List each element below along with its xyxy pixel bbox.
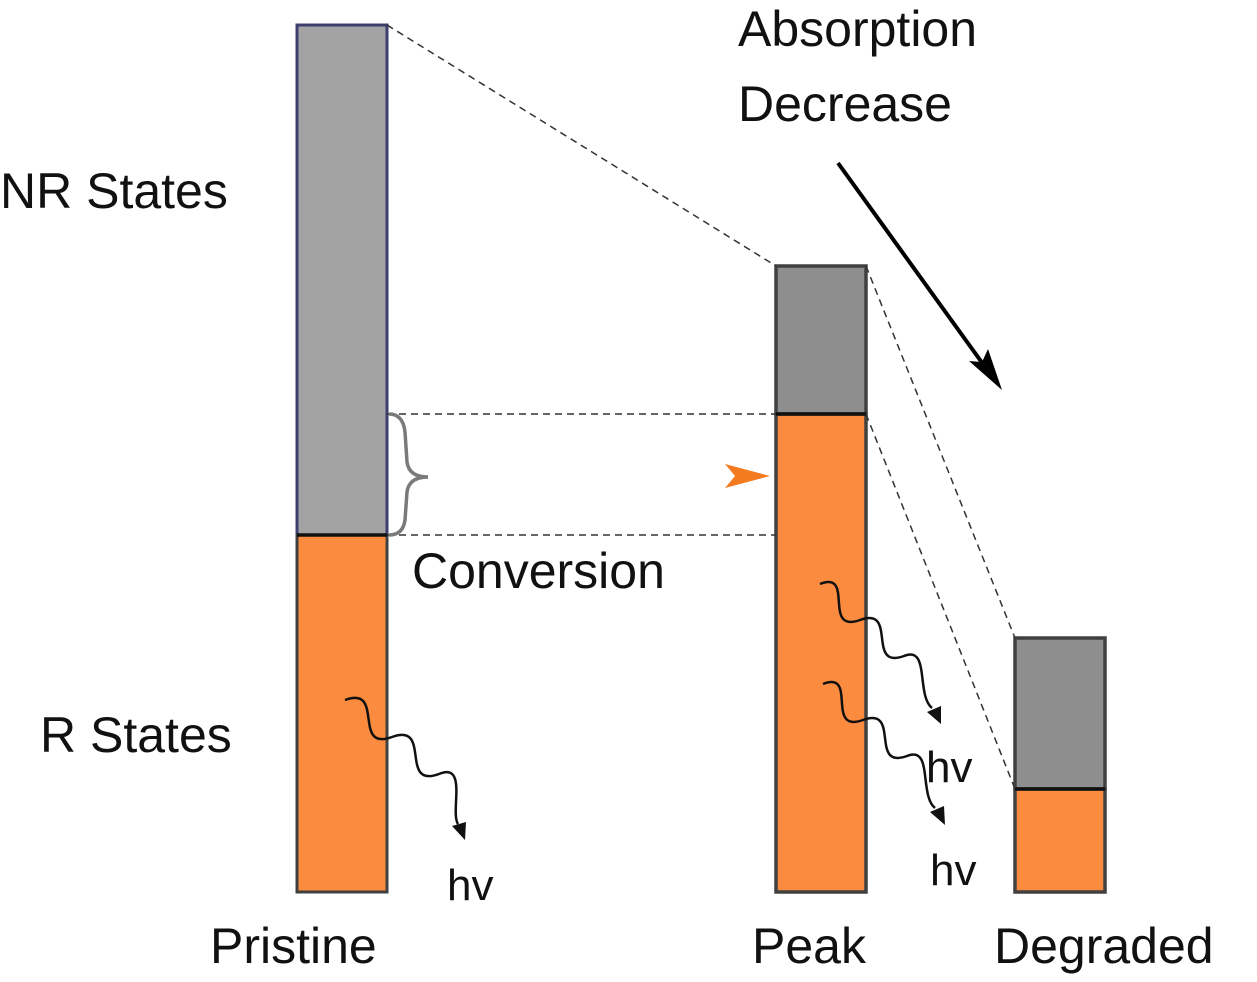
- degraded-r-segment: [1013, 787, 1107, 894]
- degraded-nr-segment: [1013, 636, 1107, 791]
- absorption-label-line2: Decrease: [738, 76, 952, 132]
- degraded-bar: [1013, 636, 1107, 894]
- peak-nr-segment: [774, 264, 868, 416]
- conversion-arrow-head: [725, 464, 770, 488]
- conversion-arrow: [388, 412, 770, 537]
- absorption-arrow: [836, 161, 1002, 390]
- conversion-brace: [388, 412, 429, 537]
- photon-peak-2-wave: [822, 680, 936, 809]
- photon-pristine-wave: [344, 696, 460, 825]
- conversion-label: Conversion: [412, 543, 665, 599]
- photon-peak-1-head: [927, 706, 941, 724]
- photon-peak-1: [819, 580, 941, 724]
- pristine-label: Pristine: [210, 918, 377, 974]
- guide-peak-divider-to-degraded-divider: [865, 413, 1016, 790]
- dashed-guides: [386, 24, 1016, 790]
- photon-peak-2-head: [930, 806, 945, 825]
- absorption-label-line1: Absorption: [738, 1, 977, 57]
- peak-bar: [774, 264, 868, 894]
- peak-r-segment: [774, 412, 868, 894]
- nr-states-label: NR States: [0, 163, 228, 219]
- photon-peak-1-wave: [819, 580, 933, 709]
- degraded-label: Degraded: [994, 918, 1214, 974]
- photon-squiggles: [344, 580, 945, 840]
- peak-label: Peak: [752, 918, 867, 974]
- pristine-nr-segment: [295, 23, 389, 537]
- r-states-label: R States: [40, 707, 232, 763]
- guide-pristine-top-to-peak-top: [386, 24, 777, 267]
- pristine-r-segment: [295, 533, 389, 894]
- photon-label-peak-1: hv: [926, 743, 972, 792]
- photon-label-pristine: hv: [447, 861, 493, 910]
- photon-label-peak-2: hv: [930, 846, 976, 895]
- photon-pristine-head: [452, 822, 466, 840]
- photon-peak-2: [822, 680, 945, 825]
- pristine-bar: [295, 23, 389, 894]
- absorption-arrow-head: [969, 349, 1002, 390]
- absorption-arrow-shaft: [836, 161, 990, 373]
- guide-peak-top-to-degraded-top: [865, 265, 1016, 639]
- photon-pristine: [344, 696, 466, 840]
